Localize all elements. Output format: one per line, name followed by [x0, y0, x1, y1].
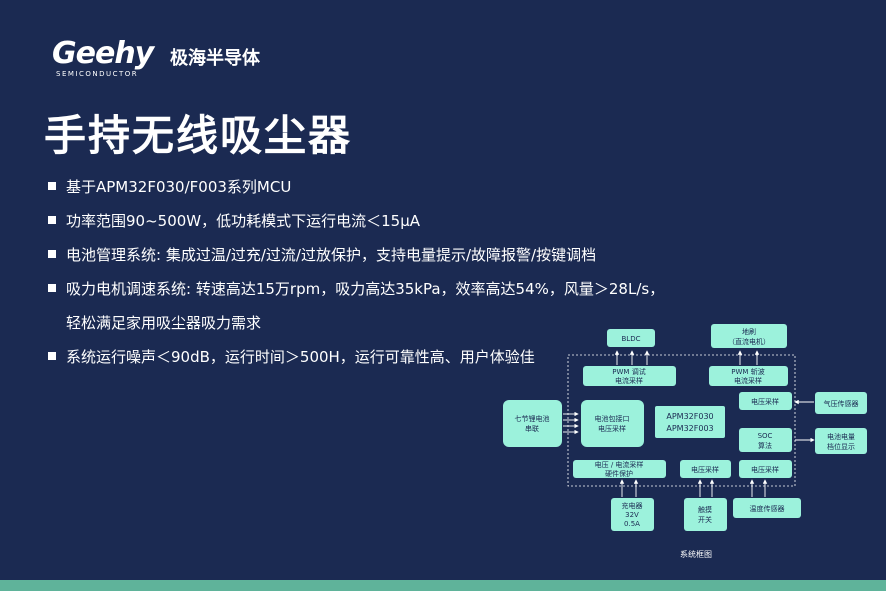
feature-text: 系统运行噪声＜90dB，运行时间＞500H，运行可靠性高、用户体验佳 [66, 348, 535, 366]
bldc-label: BLDC [622, 335, 641, 343]
charger-current: 0.5A [624, 520, 640, 528]
touch-switch-sublabel: 开关 [698, 515, 712, 524]
bullet-square-icon [48, 351, 56, 360]
feature-text: 电池管理系统: 集成过温/过充/过流/过放保护，支持电量提示/故障报警/按键调档 [66, 246, 597, 264]
battery-pack-sublabel: 串联 [525, 424, 539, 433]
feature-item: 吸力电机调速系统: 转速高达15万rpm，吸力高达35kPa，效率高达54%，风… [48, 278, 664, 299]
geehy-logo: Geehy SEMICONDUCTOR 极海半导体 [52, 36, 292, 86]
bullet-square-icon [48, 181, 56, 190]
battery-level-display-block: 电池电量 档位显示 [815, 428, 867, 454]
touch-switch-label: 触摸 [698, 505, 712, 514]
pwm-chopper-block: PWM 斩波 电流采样 [709, 366, 788, 386]
bldc-block: BLDC [607, 329, 655, 347]
feature-text: 功率范围90~500W，低功耗模式下运行电流＜15μA [66, 212, 421, 230]
bullet-square-icon [48, 283, 56, 292]
pwm-debug-label: PWM 调试 [612, 367, 645, 376]
logo-chinese-name: 极海半导体 [170, 48, 260, 69]
mcu-block: APM32F030 APM32F003 [655, 406, 725, 438]
voltage-sampling-block-3: 电压采样 [739, 460, 792, 478]
pwm-debug-sublabel: 电流采样 [615, 376, 643, 385]
feature-item: 电池管理系统: 集成过温/过充/过流/过放保护，支持电量提示/故障报警/按键调档 [48, 244, 596, 265]
battery-interface-block: 电池包接口 电压采样 [581, 400, 644, 447]
battery-interface-sublabel: 电压采样 [598, 424, 626, 433]
voltage-sampling-label-3: 电压采样 [751, 465, 779, 474]
temperature-sensor-label: 温度传感器 [750, 504, 785, 513]
battery-pack-label: 七节锂电池 [515, 414, 550, 423]
pwm-chopper-label: PWM 斩波 [731, 367, 764, 376]
floor-brush-label: 地刷 [742, 327, 756, 336]
charger-voltage: 32V [625, 511, 639, 519]
pwm-chopper-sublabel: 电流采样 [734, 376, 762, 385]
charger-label: 充电器 [622, 501, 643, 510]
voltage-sampling-label: 电压采样 [751, 397, 779, 406]
pressure-sensor-label: 气压传感器 [824, 399, 859, 408]
floor-brush-sublabel: （直流电机） [728, 337, 770, 346]
page-title: 手持无线吸尘器 [44, 111, 353, 160]
connector-lines [563, 350, 815, 497]
battery-pack-block: 七节锂电池 串联 [503, 400, 562, 447]
feature-text-continued: 轻松满足家用吸尘器吸力需求 [66, 314, 262, 332]
hardware-protection-block: 电压 / 电流采样 硬件保护 [573, 460, 666, 478]
mcu-label-2: APM32F003 [666, 424, 713, 433]
logo-subtitle: SEMICONDUCTOR [56, 70, 139, 78]
feature-item: 基于APM32F030/F003系列MCU [48, 176, 291, 197]
voltage-sampling-block: 电压采样 [739, 392, 792, 410]
mcu-label-1: APM32F030 [666, 412, 713, 421]
system-boundary [567, 354, 796, 487]
pressure-sensor-block: 气压传感器 [815, 392, 867, 414]
floor-brush-block: 地刷 （直流电机） [711, 324, 787, 348]
battery-level-sublabel: 档位显示 [827, 442, 855, 451]
pwm-debug-block: PWM 调试 电流采样 [583, 366, 676, 386]
voltage-sampling-label-2: 电压采样 [691, 465, 719, 474]
bullet-square-icon [48, 215, 56, 224]
feature-item: 功率范围90~500W，低功耗模式下运行电流＜15μA [48, 210, 420, 231]
diagram-caption: 系统框图 [680, 549, 712, 559]
soc-algorithm-block: SOC 算法 [739, 428, 792, 452]
bottom-accent-bar [0, 580, 886, 591]
battery-interface-label: 电池包接口 [595, 414, 630, 423]
touch-switch-block: 触摸 开关 [684, 498, 727, 531]
feature-text: 吸力电机调速系统: 转速高达15万rpm，吸力高达35kPa，效率高达54%，风… [66, 280, 665, 298]
logo-wordmark: Geehy [52, 36, 154, 71]
hardware-protection-label: 电压 / 电流采样 [595, 460, 644, 469]
soc-label: SOC [758, 432, 773, 440]
bullet-square-icon [48, 249, 56, 258]
charger-block: 充电器 32V 0.5A [611, 498, 654, 531]
feature-text: 基于APM32F030/F003系列MCU [66, 178, 292, 196]
voltage-sampling-block-2: 电压采样 [680, 460, 731, 478]
soc-sublabel: 算法 [758, 441, 772, 450]
temperature-sensor-block: 温度传感器 [733, 498, 801, 518]
battery-level-label: 电池电量 [827, 432, 855, 441]
hardware-protection-sublabel: 硬件保护 [605, 469, 633, 478]
feature-item: 系统运行噪声＜90dB，运行时间＞500H，运行可靠性高、用户体验佳 [48, 346, 535, 367]
